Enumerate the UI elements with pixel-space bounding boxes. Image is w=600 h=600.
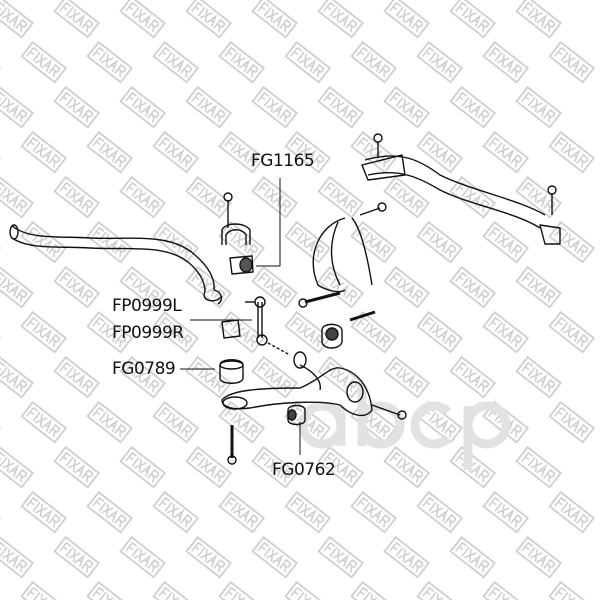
callout-fp0999r: FP0999R: [112, 323, 184, 343]
leader-fg1165: [256, 178, 281, 267]
callout-fp0999l: FP0999L: [112, 296, 182, 316]
bush-fg1165: [229, 255, 254, 275]
callout-fg0762: FG0762: [272, 460, 336, 480]
lower-arm: [221, 367, 373, 417]
bush-fg0762: [287, 404, 306, 426]
stabilizer-bar: [11, 225, 215, 293]
upper-arm: [312, 217, 373, 293]
bush-fg0789: [219, 359, 244, 384]
callout-fg0789: FG0789: [112, 359, 176, 379]
subframe: [364, 155, 546, 229]
bar-bracket: [221, 223, 251, 245]
stabilizer-link: [257, 302, 263, 338]
callout-fg1165: FG1165: [251, 151, 315, 171]
